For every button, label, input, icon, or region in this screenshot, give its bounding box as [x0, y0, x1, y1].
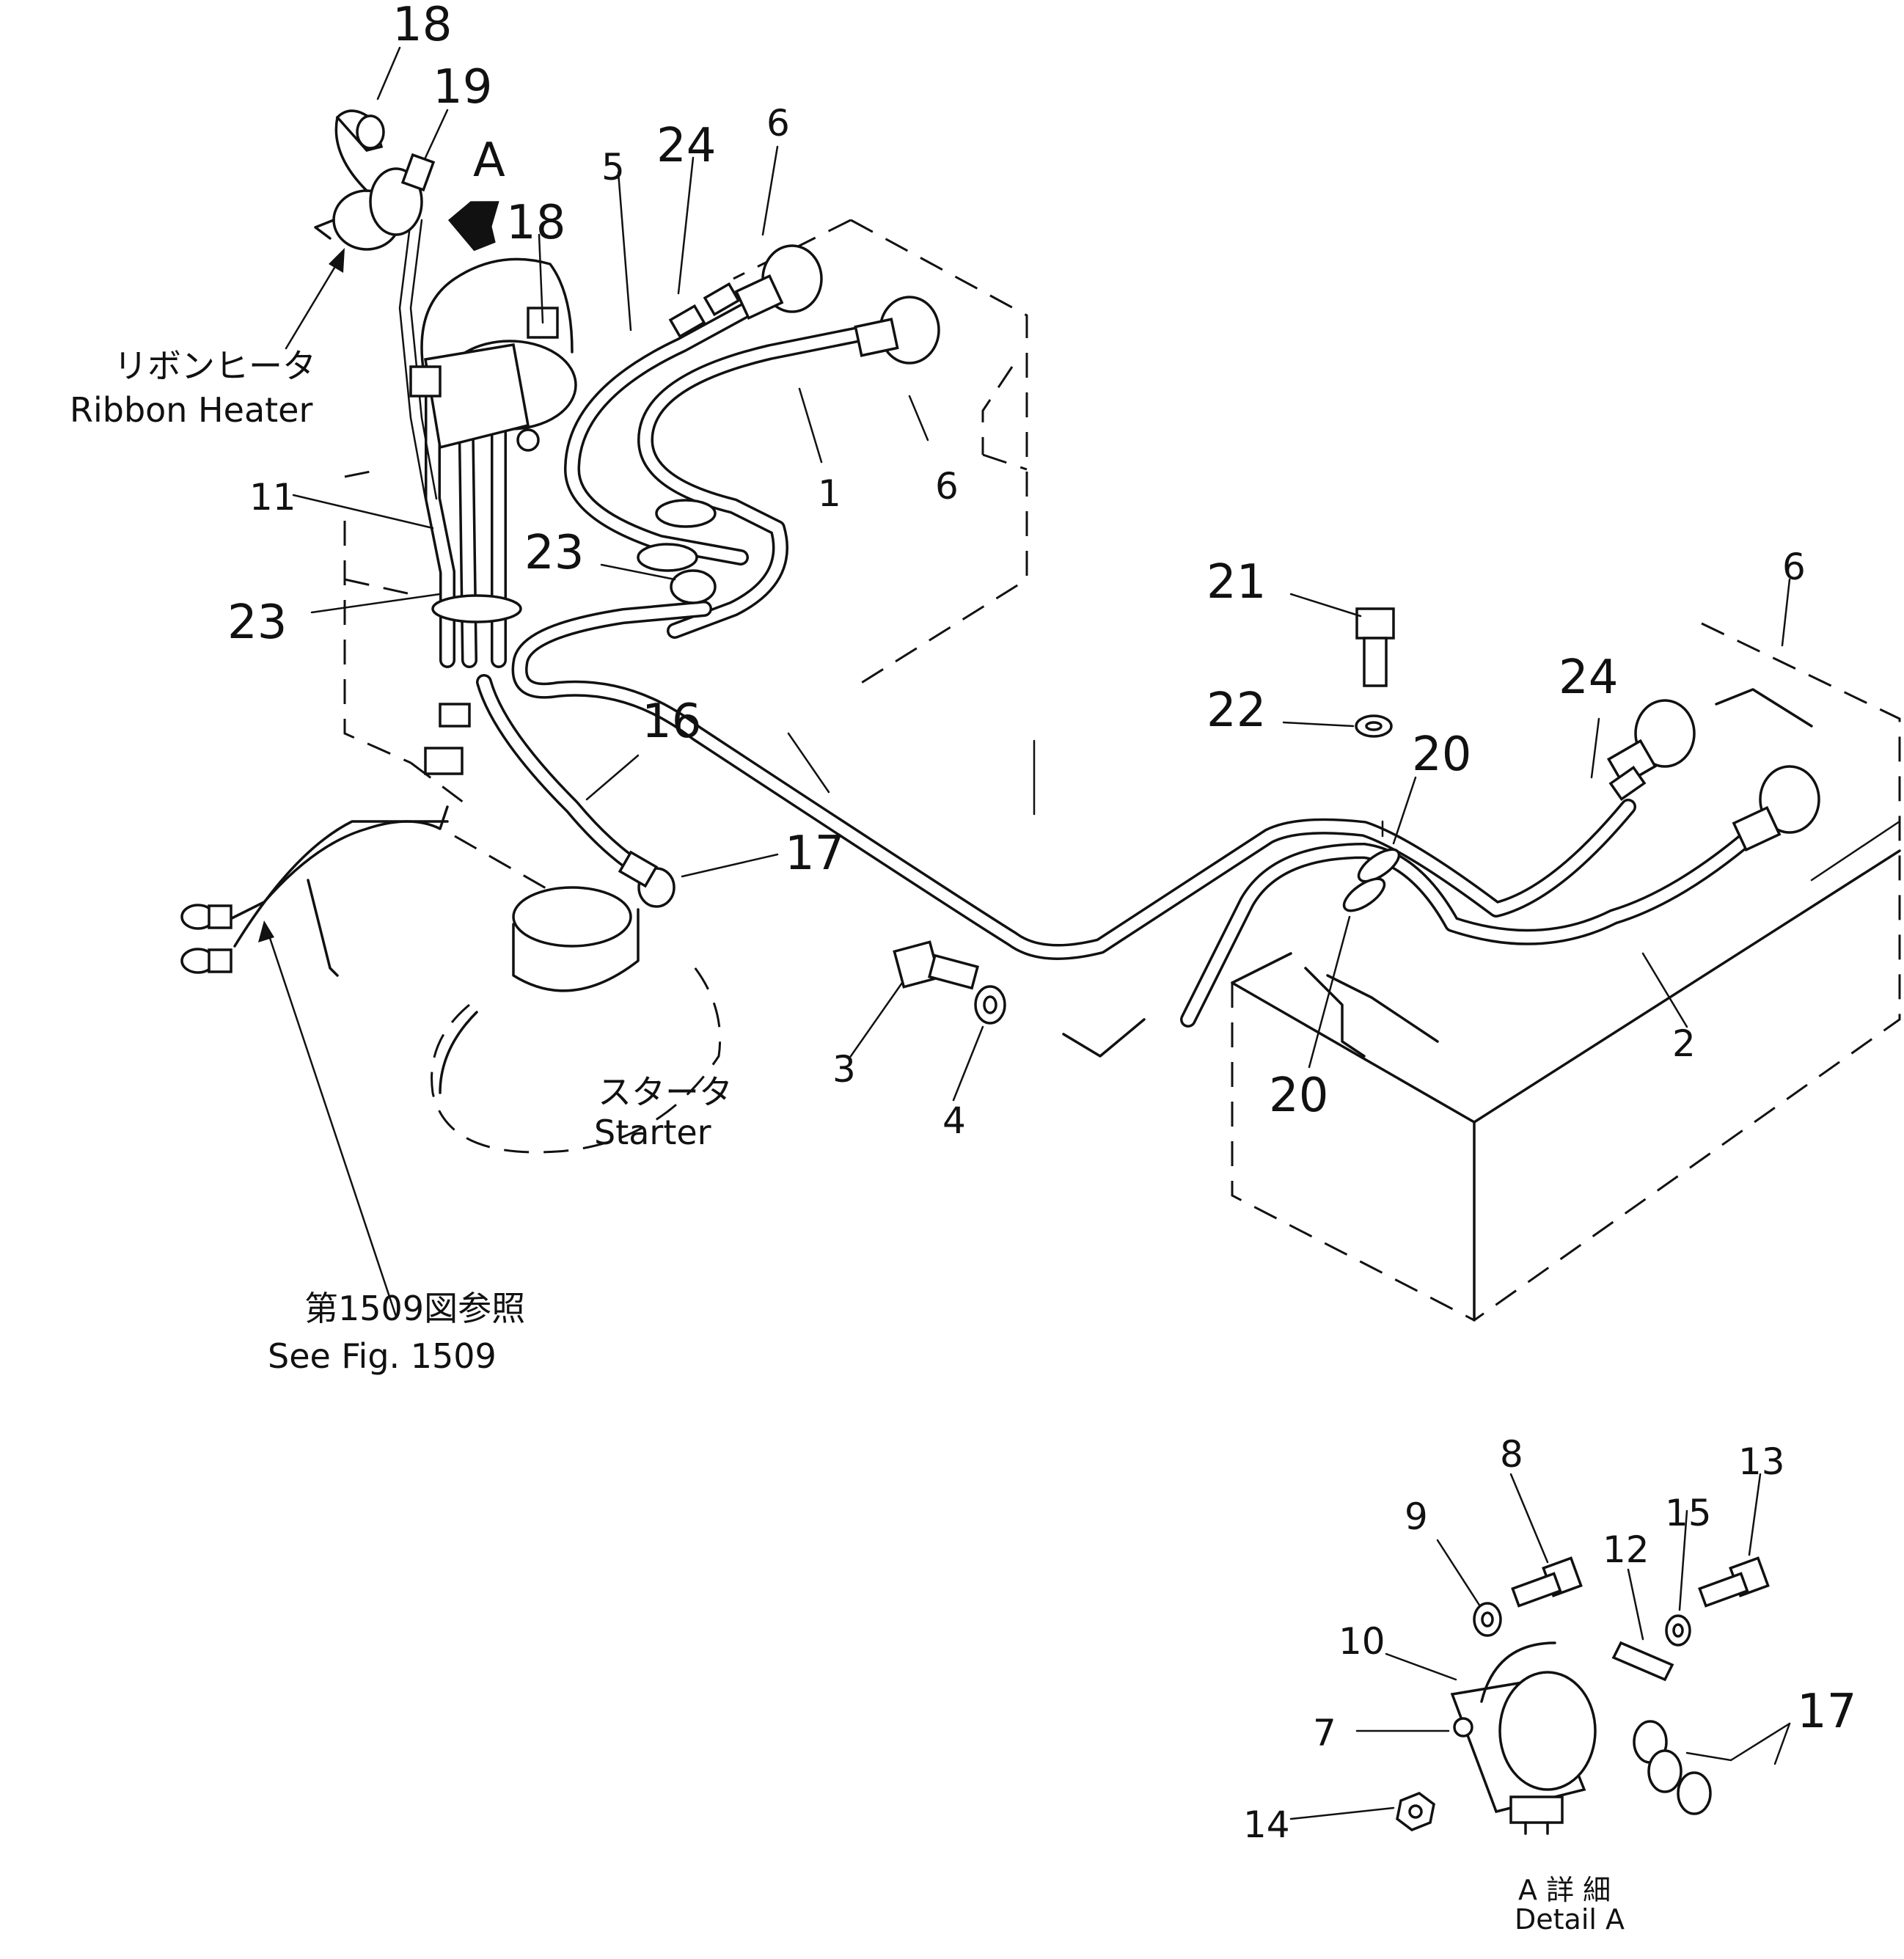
- bolt-21: [1355, 607, 1395, 687]
- callout-numbers: 18 19 A 18 5 24 6 1 6 11 23 23 16 17 21 …: [227, 0, 1856, 1846]
- view-a-arrow-icon: [447, 201, 499, 252]
- detail-a-label: Detail A: [1515, 1903, 1625, 1936]
- callout-17: 17: [1797, 1685, 1856, 1739]
- callout-1: 1: [818, 472, 841, 515]
- clamp-20: [1342, 848, 1401, 912]
- battery-upper: [733, 219, 1028, 691]
- terminal-cap-upper-right: [854, 296, 940, 365]
- callout-7: 7: [1313, 1712, 1336, 1754]
- cable-2: [1180, 806, 1783, 1028]
- callout-15: 15: [1665, 1492, 1712, 1534]
- terminal-cap-lower-right: [1732, 765, 1820, 852]
- callout-2: 2: [1672, 1022, 1696, 1065]
- starter-label-jp: スタータ: [598, 1072, 733, 1112]
- arrow-head-icon: [258, 920, 274, 942]
- detail-a-terminals-17: [1633, 1720, 1712, 1815]
- detail-a-bolt-8: [1511, 1556, 1583, 1608]
- callout-13: 13: [1738, 1440, 1785, 1483]
- callout-18: 18: [506, 196, 565, 250]
- terminal-cap-lower-left: [1606, 699, 1696, 787]
- battery-cable-clamp-ring: [1062, 1018, 1146, 1058]
- callout-22: 22: [1207, 684, 1266, 738]
- sleeve-24: [668, 282, 1647, 801]
- callout-20: 20: [1412, 728, 1471, 782]
- engine-block-outline: [343, 468, 470, 808]
- callout-12: 12: [1603, 1528, 1649, 1571]
- clamp-23-upper: [637, 499, 717, 604]
- cable-1: [637, 322, 888, 639]
- cable-5: [564, 293, 771, 565]
- callout-6: 6: [766, 102, 790, 144]
- starter: [431, 886, 722, 1154]
- ribbon-heater-label: Ribbon Heater: [70, 390, 312, 430]
- callout-6: 6: [935, 465, 959, 508]
- detail-a-washer-9: [1473, 1602, 1502, 1637]
- callout-10: 10: [1339, 1620, 1385, 1663]
- terminal-lug-17: [618, 850, 675, 908]
- battery-lower: [1231, 622, 1901, 1322]
- callout-6: 6: [1782, 546, 1806, 588]
- callout-18: 18: [392, 0, 452, 52]
- ribbon-heater: [314, 116, 436, 251]
- detail-a-bolt-13: [1698, 1556, 1770, 1608]
- callout-14: 14: [1243, 1804, 1290, 1846]
- callout-23: 23: [227, 596, 287, 650]
- see-fig-label: See Fig. 1509: [268, 1336, 497, 1376]
- wire-harness-lower: [180, 703, 558, 977]
- callout-4: 4: [942, 1099, 966, 1142]
- callout-11: 11: [249, 476, 296, 519]
- ribbon-heater-terminal-18: [335, 109, 385, 152]
- washer-22: [1355, 714, 1393, 738]
- detail-a-nut-14: [1396, 1792, 1435, 1831]
- cable-main: [511, 601, 1636, 960]
- callout-8: 8: [1500, 1433, 1523, 1476]
- callout-20: 20: [1269, 1069, 1328, 1123]
- arrow-head-icon: [329, 248, 345, 273]
- see-fig-label-jp: 第1509図参照: [304, 1289, 525, 1328]
- detail-a-relay: [1450, 1641, 1597, 1835]
- detail-a-washer-15: [1665, 1614, 1691, 1647]
- clamp-23-harness: [431, 594, 522, 623]
- pointer-arrows: [258, 201, 499, 1318]
- callout-17: 17: [785, 827, 844, 881]
- ribbon-heater-label-jp: リボンヒータ: [114, 346, 316, 386]
- detail-a-label-jp: A 詳 細: [1518, 1874, 1611, 1906]
- captions: リボンヒータ Ribbon Heater スタータ Starter 第1509図…: [70, 346, 1625, 1936]
- callout-16: 16: [642, 695, 701, 749]
- callout-9: 9: [1405, 1495, 1428, 1538]
- terminal-cap-upper-left: [734, 244, 823, 321]
- leader-lines: [292, 46, 1791, 1820]
- bolt-3: [893, 940, 980, 990]
- cable-16: [476, 674, 653, 881]
- callout-21: 21: [1207, 555, 1266, 609]
- callout-5: 5: [601, 146, 625, 188]
- starter-label: Starter: [594, 1113, 711, 1152]
- callout-a: A: [473, 133, 505, 188]
- relay-assembly-main: [409, 257, 577, 452]
- washer-4: [974, 985, 1006, 1025]
- callout-19: 19: [433, 60, 492, 114]
- detail-a-plate-12: [1611, 1641, 1674, 1682]
- callout-23: 23: [524, 526, 584, 580]
- callout-3: 3: [832, 1048, 856, 1091]
- callout-24: 24: [656, 119, 716, 173]
- callout-24: 24: [1559, 651, 1618, 705]
